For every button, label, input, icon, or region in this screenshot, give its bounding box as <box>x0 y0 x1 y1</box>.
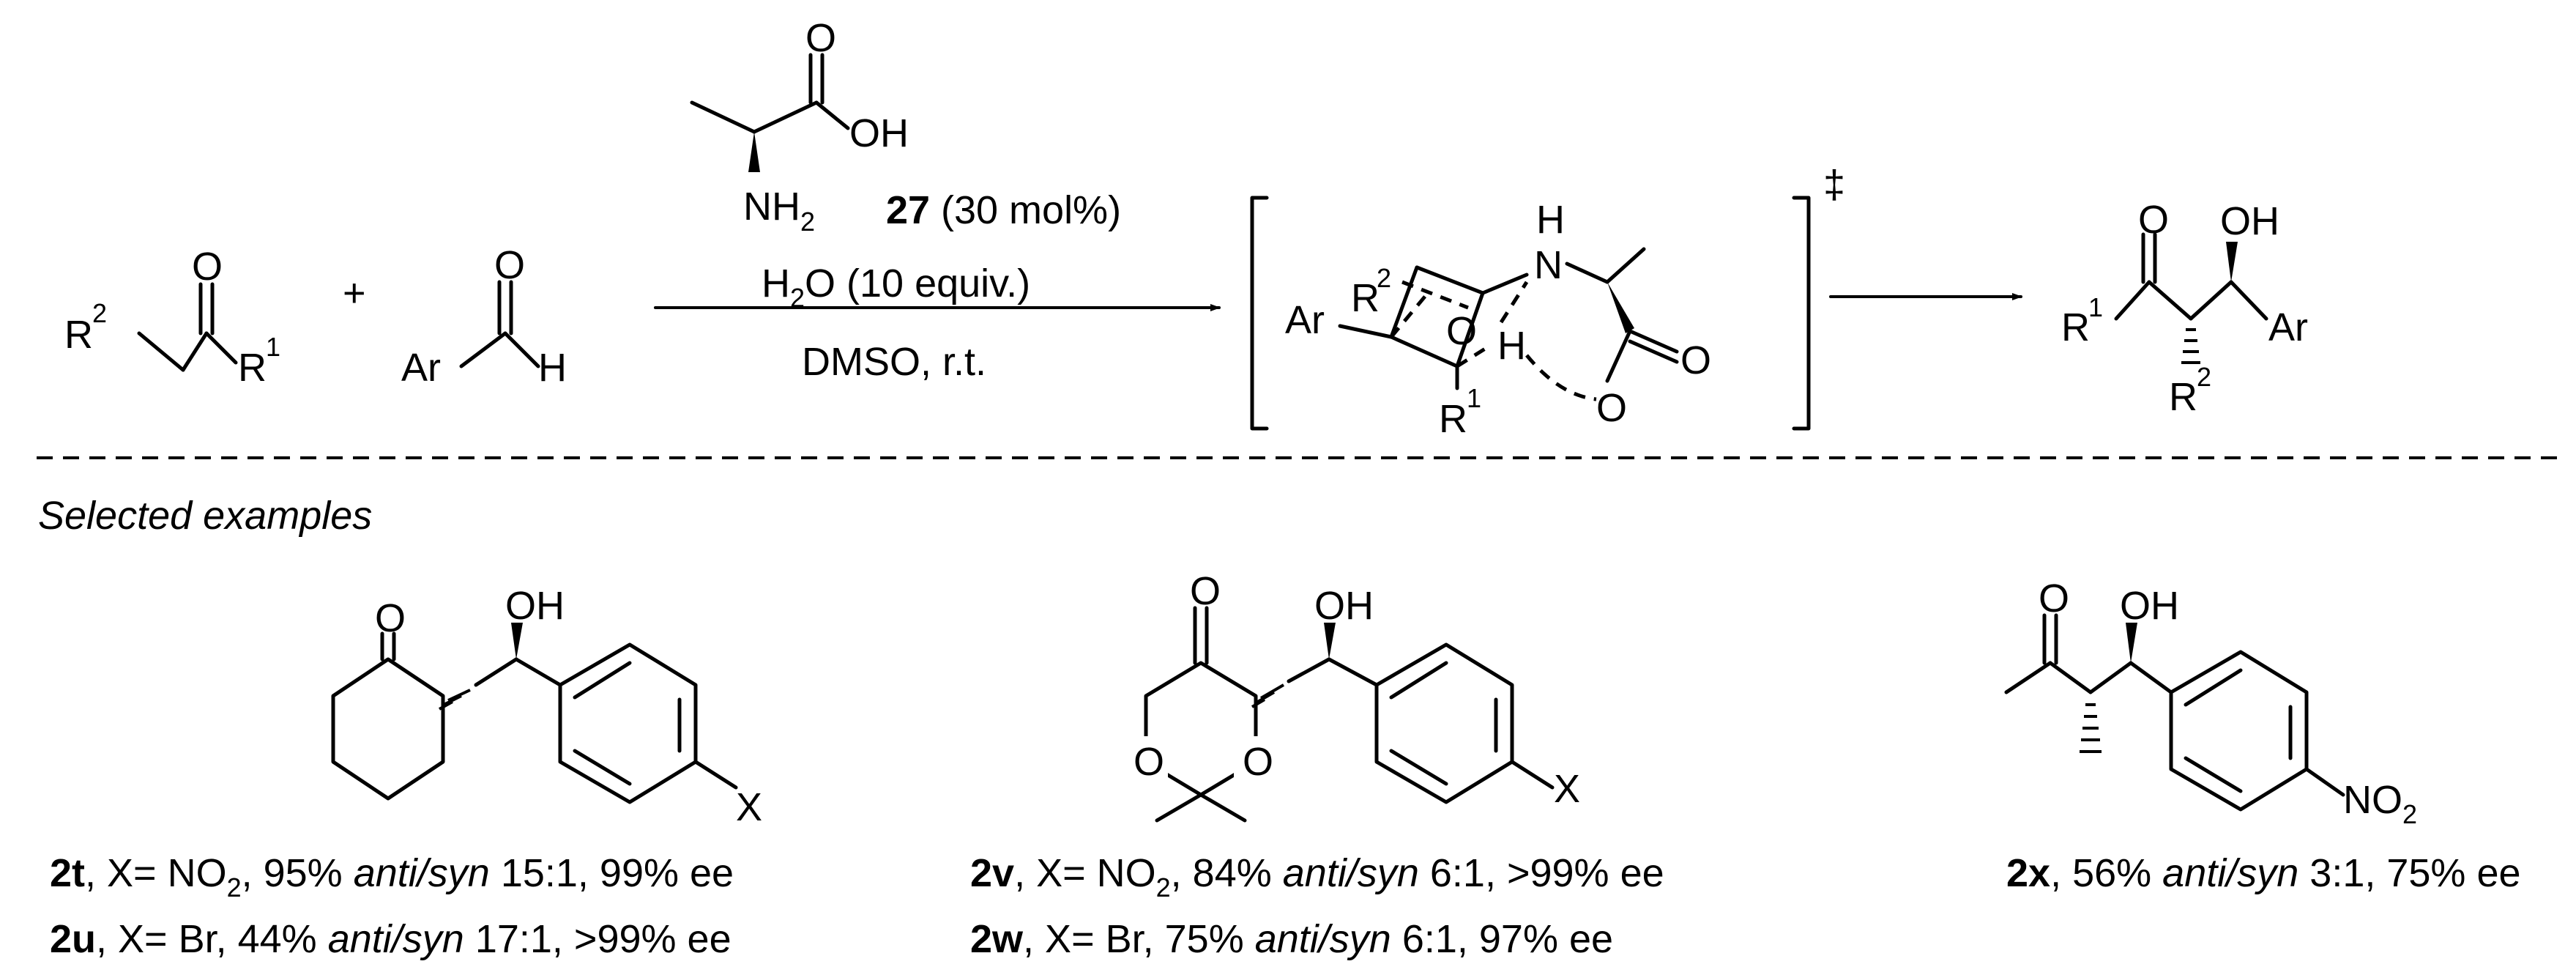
plus-sign: + <box>343 271 366 315</box>
ex2-carbonyl-oxygen: O <box>1190 569 1221 613</box>
ex2-x-label: X <box>1554 767 1580 811</box>
reaction-conditions: 27 (30 mol%) H2O (10 equiv.) DMSO, r.t. <box>654 188 1221 384</box>
ts-right-bracket <box>1792 196 1811 431</box>
ex3-hydroxyl-label: OH <box>2120 584 2179 628</box>
catalyst-number: 27 <box>886 188 930 232</box>
caption-2x: 2x, 56% anti/syn 3:1, 75% ee <box>2006 851 2521 895</box>
alanine-hydroxyl-label: OH <box>849 111 909 155</box>
water-equivalents: H2O (10 equiv.) <box>762 262 1030 313</box>
ts-left-bracket <box>1250 196 1269 431</box>
product-carbonyl-oxygen: O <box>2138 198 2169 242</box>
ts-oxygen-label: O <box>1446 309 1477 353</box>
ketone-r2-superscript: 2 <box>92 298 107 328</box>
caption-2u: 2u, X= Br, 44% anti/syn 17:1, >99% ee <box>50 917 732 961</box>
product-r1-label: R <box>2061 305 2090 349</box>
ex1-x-label: X <box>736 785 762 829</box>
selected-examples-heading: Selected examples <box>38 494 372 538</box>
ts-carboxylate-oxygen: O <box>1596 386 1627 430</box>
example-cyclohexanone: O OH X <box>331 584 762 829</box>
transition-state: ‡ Ar R 2 O H N H R 1 O O <box>1250 163 1845 441</box>
ts-r1-label: R <box>1439 397 1467 441</box>
ts-hydrogen-label: H <box>1497 324 1526 368</box>
ketone-r1-label: R <box>238 346 267 390</box>
aldehyde-oxygen-label: O <box>494 243 525 287</box>
product-aryl-label: Ar <box>2268 305 2308 349</box>
aldol-product: O OH R 1 R 2 Ar <box>2061 198 2308 419</box>
ex3-nitro-label: NO2 <box>2343 778 2417 829</box>
caption-2w: 2w, X= Br, 75% anti/syn 6:1, 97% ee <box>970 917 1613 961</box>
ts-carboxyl-oxygen: O <box>1680 338 1711 382</box>
example-captions: 2t, X= NO2, 95% anti/syn 15:1, 99% ee 2u… <box>50 851 2521 961</box>
catalyst-loading: (30 mol%) <box>941 188 1121 232</box>
alanine-amine-label: NH <box>743 185 800 229</box>
ts-nh-hydrogen-label: H <box>1536 198 1565 242</box>
ts-nitrogen-label: N <box>1534 243 1563 287</box>
ex1-hydroxyl-label: OH <box>505 584 565 628</box>
ketone-r2-label: R <box>64 313 93 357</box>
ts-aryl-label: Ar <box>1285 298 1325 342</box>
aldehyde-hydrogen-label: H <box>538 346 567 390</box>
example-dioxanone: O O O OH X <box>1124 569 1580 823</box>
product-hydroxyl-label: OH <box>2220 199 2279 243</box>
ts-r2-label: R <box>1351 276 1380 320</box>
ex2-ring-oxygen-right: O <box>1243 740 1273 784</box>
ex2-ring-oxygen-left: O <box>1133 740 1164 784</box>
caption-2t: 2t, X= NO2, 95% anti/syn 15:1, 99% ee <box>50 851 734 902</box>
aldehyde-aryl-label: Ar <box>401 346 441 390</box>
alanine-carbonyl-oxygen: O <box>805 16 836 60</box>
ketone-oxygen-label: O <box>192 245 223 289</box>
alanine-catalyst: O OH NH 2 <box>690 16 909 237</box>
ketone-r1-superscript: 1 <box>266 332 280 362</box>
product-r1-superscript: 1 <box>2088 292 2103 322</box>
ex2-hydroxyl-label: OH <box>1314 584 1374 628</box>
ex3-carbonyl-oxygen: O <box>2039 577 2069 620</box>
product-r2-label: R <box>2169 375 2197 419</box>
ex1-carbonyl-oxygen: O <box>375 596 406 640</box>
aldehyde-reactant: O Ar H <box>401 243 567 390</box>
product-r2-superscript: 2 <box>2197 362 2211 392</box>
ts-double-dagger: ‡ <box>1823 163 1845 207</box>
alanine-amine-subscript: 2 <box>800 207 815 237</box>
caption-2v: 2v, X= NO2, 84% anti/syn 6:1, >99% ee <box>970 851 1664 902</box>
ts-r1-superscript: 1 <box>1467 383 1481 413</box>
example-methyl-ketone: O OH NO2 <box>2004 577 2417 829</box>
ts-r2-superscript: 2 <box>1377 263 1391 293</box>
solvent-conditions: DMSO, r.t. <box>802 340 986 384</box>
ketone-reactant: O R 2 R 1 <box>64 245 280 390</box>
